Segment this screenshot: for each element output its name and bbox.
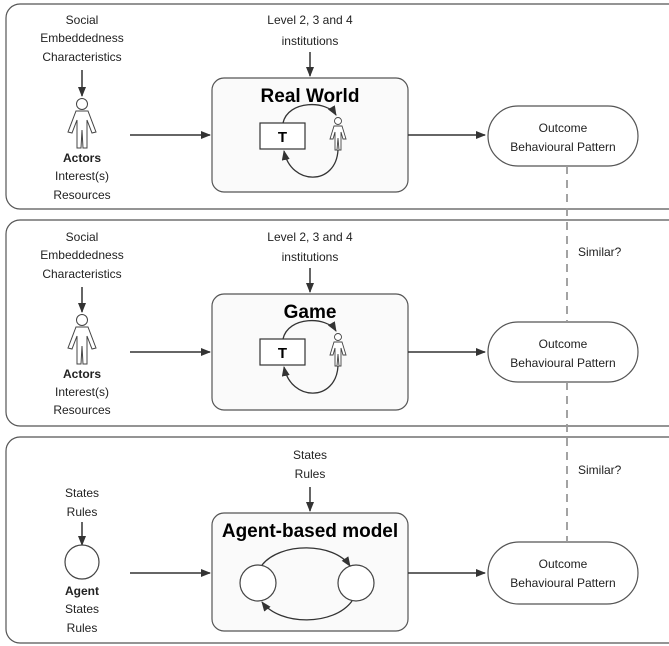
top-input-line-1: Level 2, 3 and 4 xyxy=(267,230,353,244)
outcome-line-1: Outcome xyxy=(539,337,588,351)
model-agent-circle-right xyxy=(337,564,375,602)
left-input-line-1: Social xyxy=(66,230,99,244)
actor-person-icon xyxy=(67,314,97,365)
cycle-arrow-bottom xyxy=(281,365,339,394)
top-input-line-2: Rules xyxy=(295,467,326,481)
outcome-ellipse xyxy=(487,105,639,167)
top-input-line-1: States xyxy=(293,448,327,462)
actor-attr-2: Resources xyxy=(53,403,110,417)
actor-attr-1: States xyxy=(65,602,99,616)
panel-game: Social Embeddedness Characteristics Acto… xyxy=(5,219,669,427)
cycle-arrow-top xyxy=(282,319,337,340)
actor-label: Agent xyxy=(65,584,99,598)
left-input-line-2: Rules xyxy=(67,505,98,519)
actor-label: Actors xyxy=(63,151,101,165)
left-input-line-1: Social xyxy=(66,13,99,27)
outcome-line-1: Outcome xyxy=(539,121,588,135)
process-title: Game xyxy=(284,302,337,323)
actor-attr-2: Rules xyxy=(67,621,98,635)
process-title: Agent-based model xyxy=(222,521,398,542)
mini-person-icon xyxy=(329,117,347,151)
transaction-box xyxy=(259,122,306,150)
left-input-line-3: Characteristics xyxy=(42,267,121,281)
transaction-label: T xyxy=(278,129,287,146)
cycle-arrow-bottom xyxy=(261,600,353,621)
actor-attr-1: Interest(s) xyxy=(55,169,109,183)
cycle-arrow-bottom xyxy=(281,149,339,178)
transaction-label: T xyxy=(278,345,287,362)
top-input-line-1: Level 2, 3 and 4 xyxy=(267,13,353,27)
outcome-line-2: Behavioural Pattern xyxy=(510,140,615,154)
left-input-line-2: Embeddedness xyxy=(40,31,123,45)
left-input-line-2: Embeddedness xyxy=(40,248,123,262)
outcome-line-2: Behavioural Pattern xyxy=(510,576,615,590)
actor-person-icon xyxy=(67,98,97,149)
mini-person-icon xyxy=(329,333,347,367)
model-agent-circle-left xyxy=(239,564,277,602)
actor-label: Actors xyxy=(63,367,101,381)
outcome-ellipse xyxy=(487,541,639,605)
outcome-line-2: Behavioural Pattern xyxy=(510,356,615,370)
outcome-line-1: Outcome xyxy=(539,557,588,571)
process-box xyxy=(211,512,409,632)
transaction-box xyxy=(259,338,306,366)
actor-attr-2: Resources xyxy=(53,188,110,202)
similar-label: Similar? xyxy=(578,245,622,259)
panel-real-world: Social Embeddedness Characteristics Acto… xyxy=(5,3,669,210)
actor-attr-1: Interest(s) xyxy=(55,385,109,399)
cycle-arrow-top xyxy=(261,547,351,567)
process-title: Real World xyxy=(261,86,360,107)
left-input-line-3: Characteristics xyxy=(42,50,121,64)
outcome-ellipse xyxy=(487,321,639,383)
cycle-arrow-top xyxy=(282,103,337,124)
top-input-line-2: institutions xyxy=(282,34,339,48)
left-input-line-1: States xyxy=(65,486,99,500)
top-input-line-2: institutions xyxy=(282,250,339,264)
agent-circle xyxy=(64,544,100,580)
panel-agent-based-model: States Rules Agent States Rules States R… xyxy=(5,436,669,644)
similar-label: Similar? xyxy=(578,463,622,477)
